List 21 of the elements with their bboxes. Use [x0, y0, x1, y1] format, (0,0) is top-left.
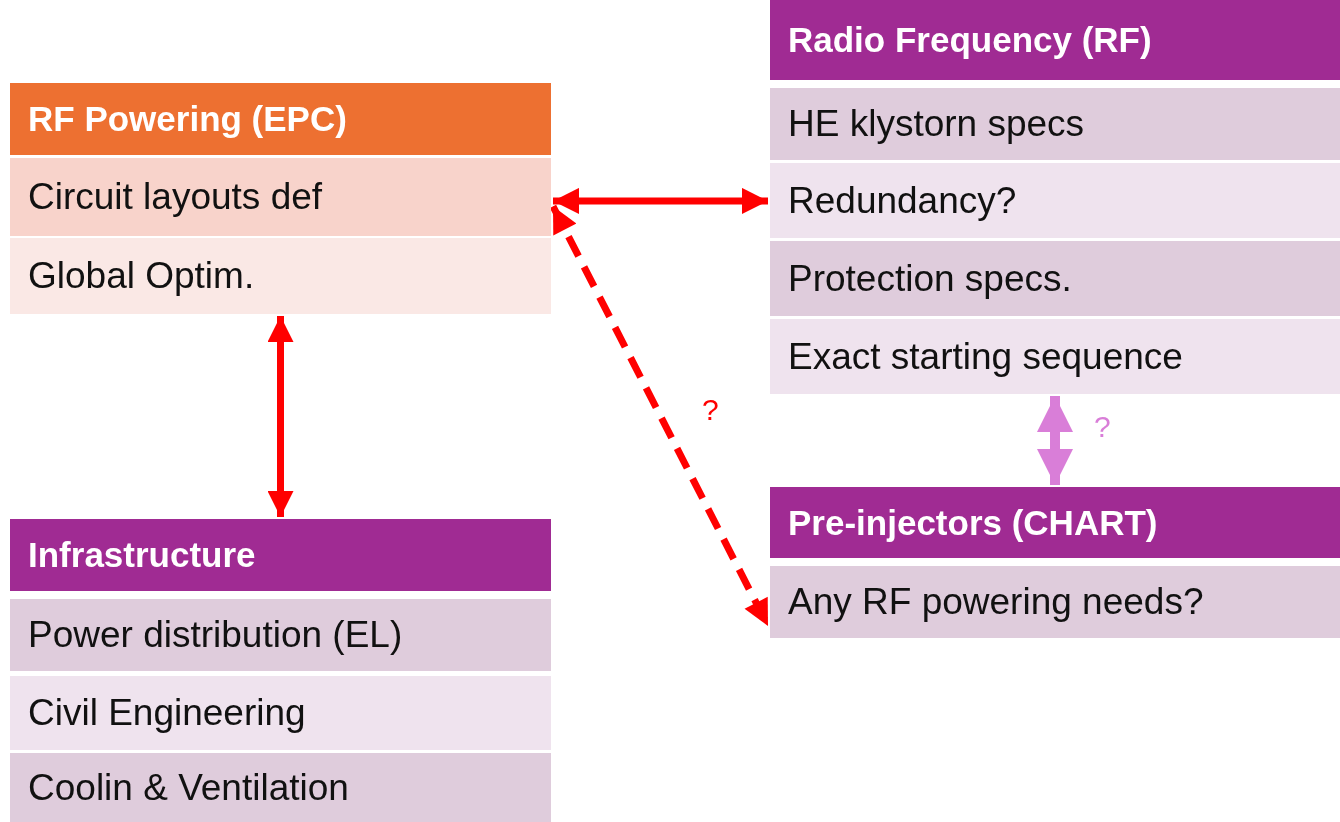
list-item: Global Optim. — [10, 238, 551, 314]
list-item: Power distribution (EL) — [10, 599, 551, 671]
list-item: Exact starting sequence — [770, 319, 1340, 394]
list-item: Coolin & Ventilation — [10, 753, 551, 822]
panel-heading: Radio Frequency (RF) — [770, 0, 1340, 80]
list-item: Redundancy? — [770, 163, 1340, 238]
list-item: Civil Engineering — [10, 676, 551, 750]
list-item: HE klystorn specs — [770, 88, 1340, 160]
list-panel — [770, 0, 1340, 394]
list-panel — [10, 519, 551, 822]
list-item: Protection specs. — [770, 241, 1340, 316]
list-item: Circuit layouts def — [10, 158, 551, 236]
double-arrow — [267, 316, 294, 517]
list-panel — [770, 487, 1340, 638]
double-arrow — [553, 187, 768, 214]
list-panel — [10, 83, 551, 314]
panel-heading: RF Powering (EPC) — [10, 83, 551, 155]
double-arrow — [1037, 396, 1073, 485]
list-item: Any RF powering needs? — [770, 566, 1340, 638]
panel-heading: Pre-injectors (CHART) — [770, 487, 1340, 558]
panel-heading: Infrastructure — [10, 519, 551, 591]
